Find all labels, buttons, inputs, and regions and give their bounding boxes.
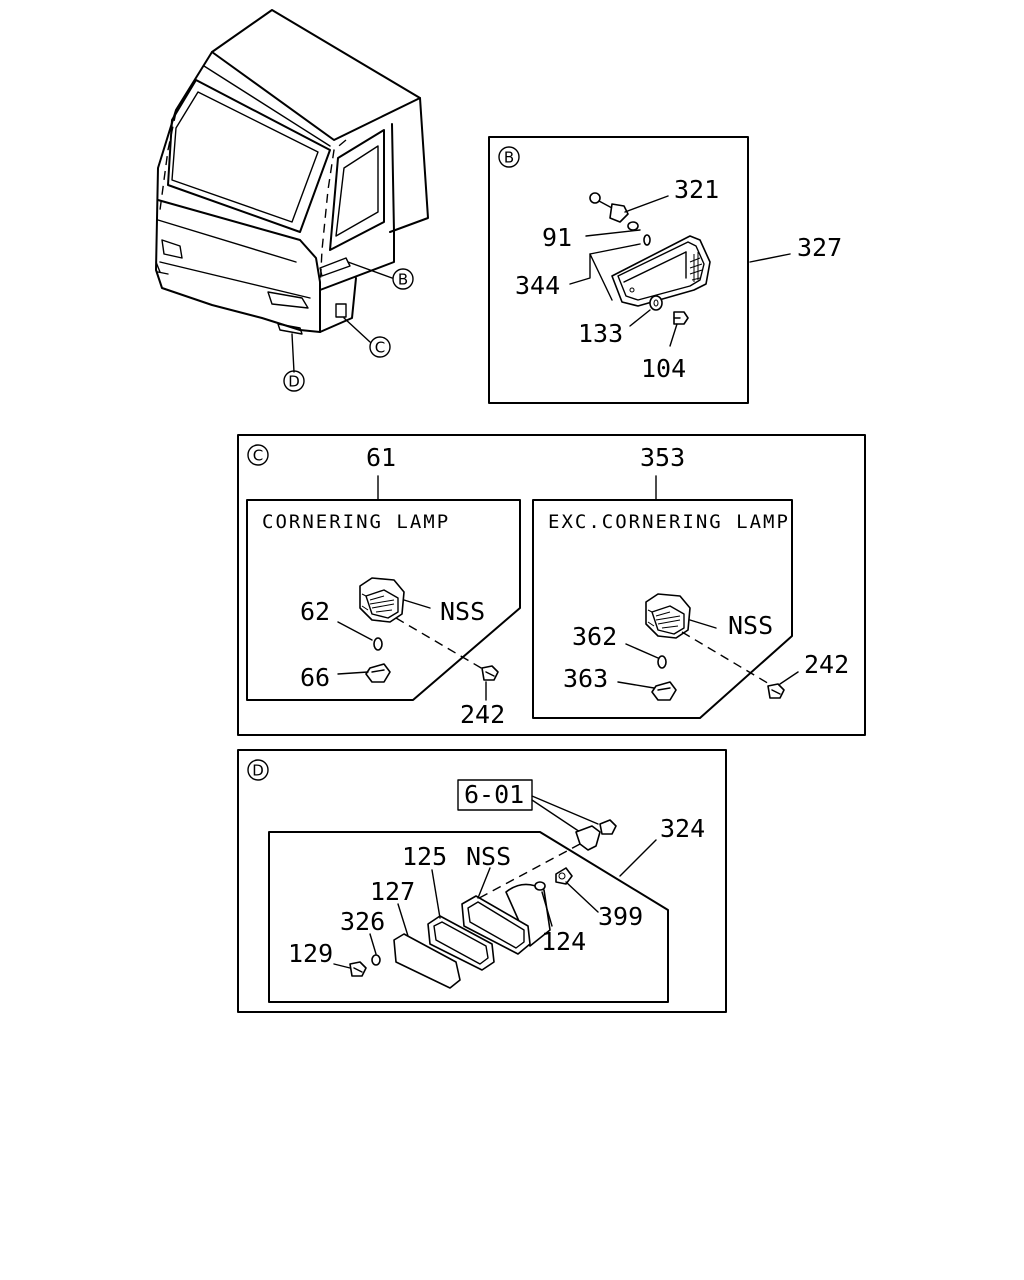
detail-b-panel: B [488,136,842,404]
cornering-lamp-box: 61 CORNERING LAMP NSS 62 66 [246,443,521,729]
detail-c-panel: C 61 CORNERING LAMP NSS 62 [237,434,866,736]
screw [481,665,499,681]
label-125: 125 [402,842,447,871]
bulb [643,234,651,246]
label-91: 91 [542,223,572,252]
label-124: 124 [541,927,586,956]
bracket [575,819,617,851]
bulb [534,881,546,891]
label-nss-left: NSS [440,597,485,626]
bulb-socket [589,192,639,231]
label-104: 104 [641,354,686,383]
lamp-reflector [505,883,551,947]
cornering-lamp-caption: CORNERING LAMP [262,511,450,533]
truck-cab-illustration [155,9,429,373]
exc-cornering-lamp-box: 353 EXC.CORNERING LAMP NSS 362 363 [532,443,849,719]
lamp-body [461,895,531,955]
label-324: 324 [660,814,705,843]
label-61: 61 [366,443,396,472]
socket [651,681,677,701]
label-133: 133 [578,319,623,348]
lens [393,933,461,989]
callout-d: D [283,370,305,392]
callout-b-letter: B [398,271,408,289]
detail-d-panel: D 6-01 324 [237,749,727,1013]
label-62: 62 [300,597,330,626]
label-363: 363 [563,664,608,693]
cornering-lamp [645,593,691,639]
washer [649,295,663,311]
socket [555,867,573,885]
callout-d-letter: D [288,373,300,391]
label-66: 66 [300,663,330,692]
label-nss-d: NSS [466,842,511,871]
callout-b: B [392,268,414,290]
label-344: 344 [515,271,560,300]
label-399: 399 [598,902,643,931]
label-326: 326 [340,907,385,936]
screw [349,961,367,977]
screw [673,311,689,325]
reference-box: 6-01 [457,779,533,811]
reference-label: 6-01 [464,780,524,809]
label-129: 129 [288,939,333,968]
screw [767,683,785,699]
bulb [373,637,383,651]
detail-c-letter: C [253,447,263,465]
socket [365,663,391,683]
label-321: 321 [674,175,719,204]
callout-c: C [369,336,391,358]
label-242-left: 242 [460,700,505,729]
label-327: 327 [797,233,842,262]
bulb [657,655,667,669]
label-127: 127 [370,877,415,906]
label-362: 362 [572,622,617,651]
detail-d-letter: D [252,762,264,780]
callout-c-letter: C [375,339,385,357]
cornering-lamp [359,577,405,623]
side-turn-lamp [611,235,711,307]
washer [371,954,381,966]
label-242-right: 242 [804,650,849,679]
detail-b-letter: B [504,149,514,167]
label-353: 353 [640,443,685,472]
exc-cornering-lamp-caption: EXC.CORNERING LAMP [548,511,790,533]
label-nss-right: NSS [728,611,773,640]
